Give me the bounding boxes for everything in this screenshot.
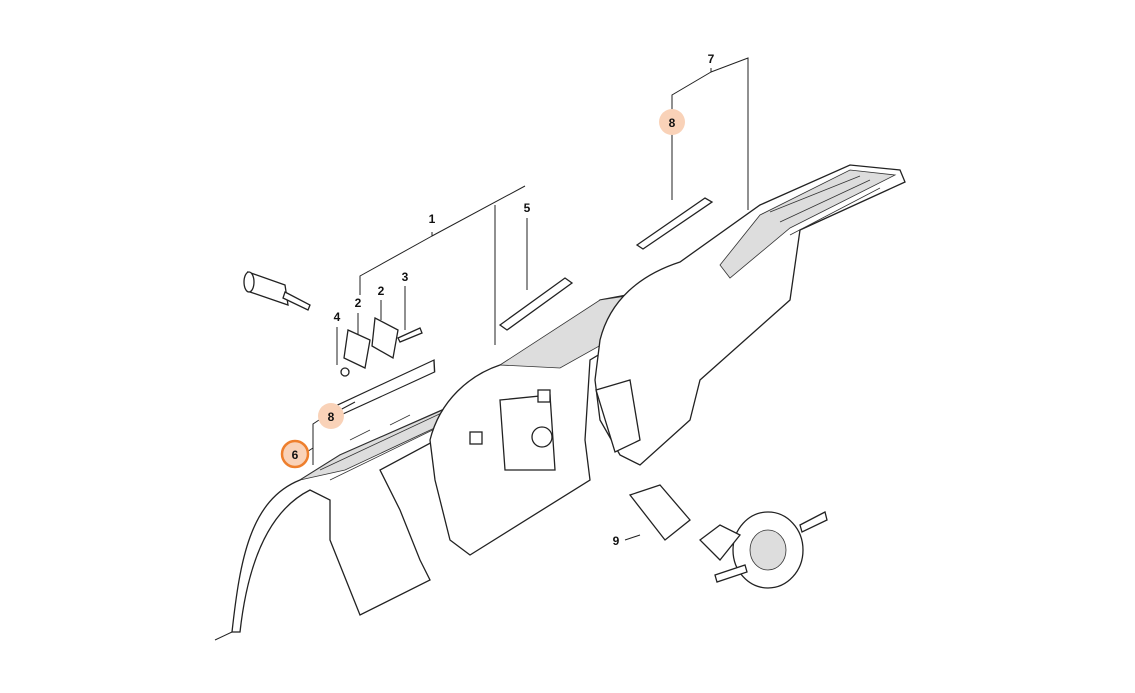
- callout-2b[interactable]: 2: [378, 284, 385, 298]
- callout-5[interactable]: 5: [524, 201, 531, 215]
- cover-right[interactable]: [594, 164, 906, 466]
- callout-8b[interactable]: 8: [328, 410, 335, 424]
- callout-8a[interactable]: 8: [669, 116, 676, 130]
- callout-4[interactable]: 4: [334, 310, 341, 324]
- coupling[interactable]: [628, 484, 691, 541]
- leader-lines: [214, 57, 749, 641]
- gasket-middle[interactable]: [498, 277, 574, 331]
- gasket-right[interactable]: [635, 197, 714, 250]
- callout-9[interactable]: 9: [613, 534, 620, 548]
- callout-8a-bubble[interactable]: [659, 109, 685, 135]
- callout-3[interactable]: 3: [402, 270, 409, 284]
- callout-2a[interactable]: 2: [355, 296, 362, 310]
- callout-6[interactable]: 6: [292, 448, 299, 462]
- bracket-left[interactable]: [343, 329, 371, 369]
- cable-gland[interactable]: [243, 271, 311, 311]
- callout-6-bubble[interactable]: [280, 439, 310, 469]
- motor-bearing[interactable]: [699, 511, 828, 589]
- callout-8b-bubble[interactable]: [318, 403, 344, 429]
- nut[interactable]: [340, 367, 350, 377]
- gasket-left[interactable]: [334, 359, 439, 417]
- callout-1[interactable]: 1: [429, 212, 436, 226]
- callout-7[interactable]: 7: [708, 52, 715, 66]
- screw[interactable]: [397, 327, 423, 343]
- bracket-right[interactable]: [371, 316, 399, 360]
